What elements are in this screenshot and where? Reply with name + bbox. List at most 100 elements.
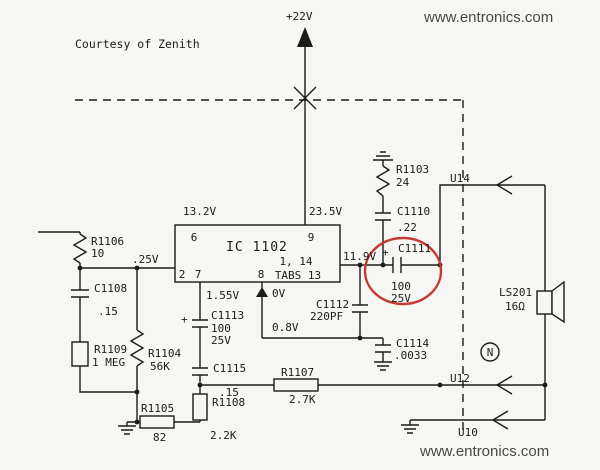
label-r1108-value: 2.2K: [210, 429, 237, 442]
label-c1115-ref: C1115: [213, 362, 246, 375]
junction-dot: [357, 335, 363, 341]
ic-pins-1-14-label: 1, 14: [279, 255, 312, 268]
resistor-r1107: [273, 378, 319, 392]
capacitor-c1115: [192, 367, 208, 376]
ic-pin7-label: 7: [195, 268, 202, 281]
junction-dot: [357, 262, 363, 268]
junction-dots: [77, 262, 548, 425]
speaker-cone-icon: [551, 280, 565, 324]
ic-1102-body: [174, 224, 341, 283]
label-r1105-value: 82: [153, 431, 166, 444]
label-connector-u10: U10: [458, 426, 478, 439]
voltage-feedback-rail: 0.8V: [272, 321, 299, 334]
junction-dot: [380, 262, 386, 268]
voltage-output: 11.9V: [343, 250, 376, 263]
zero-volt-arrow-icon: [256, 287, 268, 297]
junction-dot: [542, 382, 548, 388]
voltage-pin6: 13.2V: [183, 205, 216, 218]
label-c1110-ref: C1110: [397, 205, 430, 218]
junction-dot: [77, 265, 83, 271]
connector-arrow-u10-icon: [491, 410, 509, 430]
label-r1105-ref: R1105: [141, 402, 174, 415]
label-ls201-ref: LS201: [499, 286, 532, 299]
watermark-bottom: www.entronics.com: [419, 443, 549, 460]
label-c1112-ref: C1112: [316, 298, 349, 311]
label-r1103-value: 24: [396, 176, 410, 189]
label-r1106-ref: R1106: [91, 235, 124, 248]
label-c1111-polarity: +: [382, 246, 389, 259]
junction-dot: [134, 265, 140, 271]
capacitor-c1108: [71, 289, 89, 298]
label-connector-u12: U12: [450, 372, 470, 385]
line-break-x-icon: [293, 86, 317, 110]
module-boundary-dashed-line: [75, 99, 464, 433]
label-c1114-ref: C1114: [396, 337, 429, 350]
label-r1109-value: 1 MEG: [92, 356, 125, 369]
ic-name-label: IC 1102: [226, 240, 288, 255]
label-r1107-ref: R1107: [281, 366, 314, 379]
connector-arrow-u12-icon: [495, 375, 513, 395]
resistor-r1106: [72, 233, 88, 264]
capacitor-c1111: [392, 257, 402, 273]
label-c1113-rating: 25V: [211, 334, 231, 347]
ic-pin8-label: 8: [258, 268, 265, 281]
label-c1112-value: 220PF: [310, 310, 343, 323]
speaker-ls201: [536, 280, 565, 324]
label-c1113-ref: C1113: [211, 309, 244, 322]
label-connector-u14: U14: [450, 172, 470, 185]
label-r1104-ref: R1104: [148, 347, 181, 360]
label-r1104-value: 56K: [150, 360, 170, 373]
label-c1111-ref: C1111: [398, 242, 431, 255]
voltage-pin7: 1.55V: [206, 289, 239, 302]
capacitor-c1112: [352, 304, 368, 313]
resistor-r1109: [71, 341, 89, 367]
ground-icon-bottom-right: [401, 424, 419, 434]
label-r1106-value: 10: [91, 247, 104, 260]
ic-pin9-label: 9: [308, 231, 315, 244]
capacitor-c1110: [375, 212, 391, 221]
capacitor-c1113: [192, 319, 208, 328]
ic-pin6-label: 6: [191, 231, 198, 244]
ground-icon-bottom-left: [118, 425, 136, 435]
label-c1110-value: .22: [397, 221, 417, 234]
resistor-r1103: [375, 165, 391, 197]
resistor-r1105: [139, 415, 175, 429]
junction-dot: [134, 419, 140, 425]
ground-icon-c1114: [374, 361, 392, 371]
junction-dot: [197, 382, 203, 388]
label-ls201-value: 16Ω: [505, 300, 525, 313]
resistor-r1108: [192, 393, 208, 421]
ic-pin2-label: 2: [179, 268, 186, 281]
speaker-body: [536, 290, 553, 315]
resistor-r1104: [129, 329, 145, 367]
label-r1108-ref: R1108: [212, 396, 245, 409]
voltage-pin8: 0V: [272, 287, 286, 300]
supply-voltage-label: +22V: [286, 10, 313, 23]
label-c1114-value: .0033: [394, 349, 427, 362]
voltage-pin2: .25V: [132, 253, 159, 266]
label-c1113-value: 100: [211, 322, 231, 335]
label-r1107-value: 2.7K: [289, 393, 316, 406]
label-neutral-terminal: N: [487, 346, 494, 359]
junction-dot: [437, 382, 443, 388]
watermark-top: www.entronics.com: [423, 9, 553, 26]
label-c1113-polarity: +: [181, 313, 188, 326]
courtesy-label: Courtesy of Zenith: [75, 37, 200, 51]
capacitor-c1114: [375, 344, 391, 353]
neutral-terminal-circle: [480, 342, 500, 362]
ic-tabs-label: TABS 13: [275, 269, 321, 282]
highlight-circle-c1111: [363, 236, 443, 306]
junction-dot: [134, 389, 140, 395]
label-r1109-ref: R1109: [94, 343, 127, 356]
supply-arrow-up-icon: [297, 27, 313, 47]
label-c1111-value: 100: [391, 280, 411, 293]
label-c1108-ref: C1108: [94, 282, 127, 295]
voltage-pin9: 23.5V: [309, 205, 342, 218]
label-c1115-value: .15: [219, 386, 239, 399]
ground-icon-top: [373, 151, 393, 161]
connector-arrow-u14-icon: [495, 175, 513, 195]
label-c1111-rating: 25V: [391, 292, 411, 305]
label-c1108-value: .15: [98, 305, 118, 318]
